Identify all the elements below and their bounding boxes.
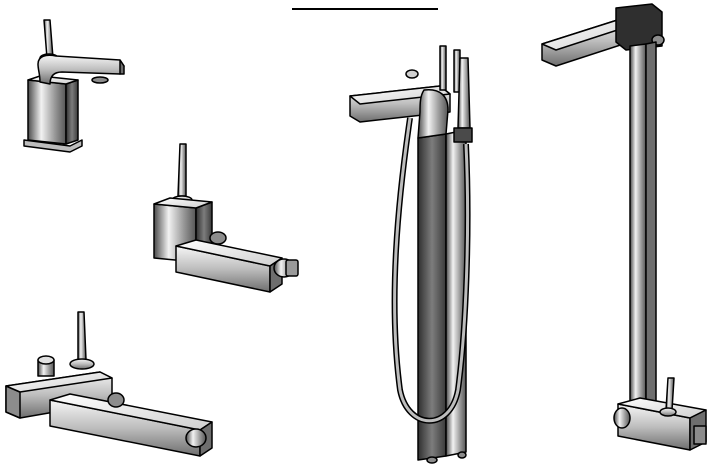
wall-bath-mixer xyxy=(153,143,299,293)
deck-bath-shower-mixer xyxy=(5,311,213,457)
basin-mixer xyxy=(23,19,125,153)
title-underline xyxy=(292,8,438,10)
floorstanding-bath-shower-mixer xyxy=(349,45,473,464)
floorstanding-shower-column xyxy=(541,3,707,451)
